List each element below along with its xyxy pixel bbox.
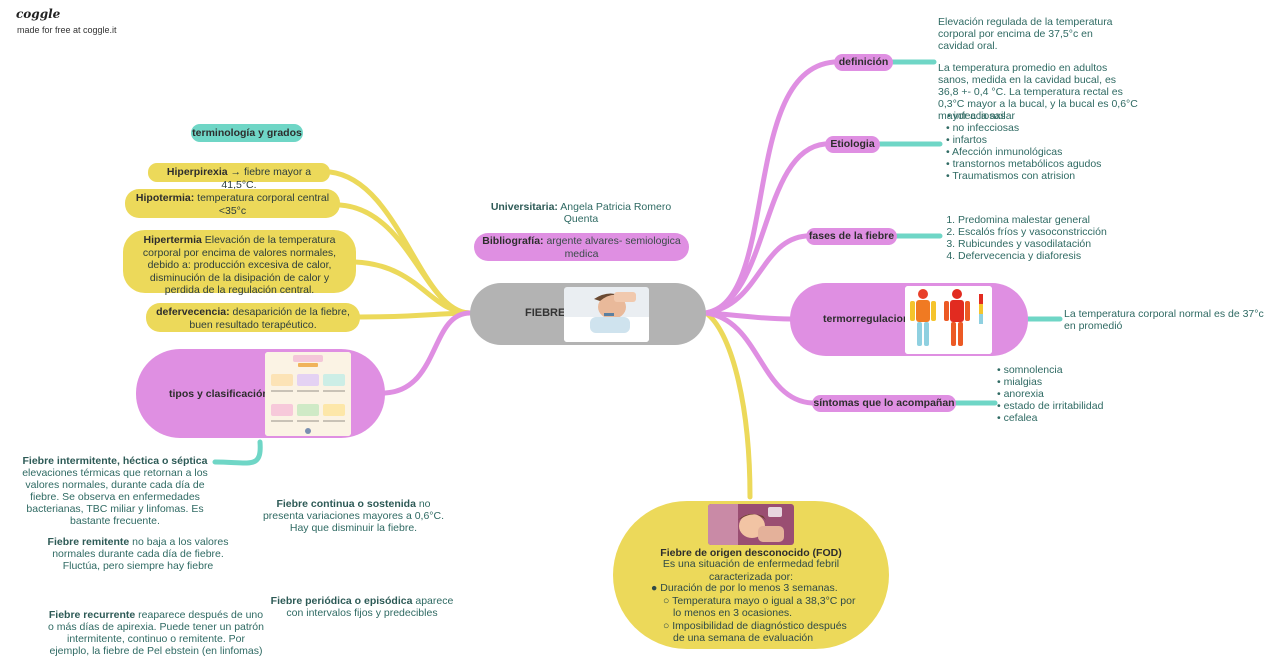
body-heatmap-icon	[905, 286, 992, 354]
terminology-title: terminología y grados	[192, 127, 302, 139]
phases-title: fases de la fiebre	[808, 230, 895, 242]
hyperpyrexia-desc: → fiebre mayor a 41,5°C.	[221, 166, 312, 191]
bibliography-label: Bibliografía:	[482, 235, 544, 247]
fod-details: ● Duración de por lo menos 3 semanas. ○ …	[651, 582, 861, 645]
thermoregulation-text: La temperatura corporal normal es de 37°…	[1064, 308, 1264, 333]
hyperthermia-term: Hipertermia	[143, 234, 202, 246]
list-item: Escalós fríos y vasoconstricción	[958, 226, 1107, 238]
body-temperature-map	[905, 286, 992, 354]
fod-node[interactable]: Fiebre de origen desconocido (FOD) Es un…	[613, 501, 889, 649]
fever-periodic: Fiebre periódica o episódica aparece con…	[270, 595, 454, 620]
fever-remittent: Fiebre remitente no baja a los valores n…	[47, 536, 229, 573]
center-label: FIEBRE	[525, 307, 566, 319]
list-item: cefalea	[997, 412, 1103, 424]
phases-list: Predomina malestar general Escalós fríos…	[938, 214, 1107, 262]
symptoms-list: somnolencia mialgias anorexia estado de …	[997, 364, 1104, 424]
definition-node[interactable]: definición	[834, 54, 893, 71]
list-item: no infecciosas	[946, 122, 1101, 134]
bibliography-node[interactable]: Bibliografía: argente alvares- semiologi…	[474, 233, 689, 261]
hypothermia-desc: temperatura corporal central <35°c	[194, 192, 330, 217]
list-item: anorexia	[997, 388, 1103, 400]
definition-title: definición	[838, 56, 889, 68]
thermoregulation-node[interactable]: termorregulacion	[790, 283, 1028, 356]
fever-photo	[564, 287, 649, 342]
hyperthermia-node[interactable]: Hipertermia Elevación de la temperatura …	[123, 230, 356, 297]
author-label: Universitaria:	[490, 201, 558, 213]
fever-types-infographic	[265, 352, 351, 436]
fever-intermittent: Fiebre intermitente, héctica o séptica e…	[22, 455, 208, 528]
defervescence-term: defervecencia:	[156, 306, 230, 318]
thermoregulation-title: termorregulacion	[823, 313, 910, 325]
list-item: transtornos metabólicos agudos	[946, 158, 1102, 170]
etiology-title: Etiologia	[830, 138, 875, 150]
symptoms-node[interactable]: síntomas que lo acompañan	[812, 395, 956, 412]
coggle-logo[interactable]: coggle	[16, 7, 61, 21]
list-item: Rubicundes y vasodilatación	[958, 238, 1107, 250]
fod-bullet: ● Duración de por lo menos 3 semanas.	[651, 582, 838, 594]
list-item: estado de irritabilidad	[997, 400, 1104, 412]
hyperpyrexia-term: Hiperpirexia	[166, 166, 228, 178]
phases-node[interactable]: fases de la fiebre	[806, 228, 897, 245]
etiology-node[interactable]: Etiologia	[825, 136, 880, 153]
list-item: Afección inmunológicas	[946, 146, 1101, 158]
list-item: Traumatismos con atrision	[946, 170, 1101, 182]
author-name: Angela Patricia Romero Quenta	[560, 201, 672, 226]
center-node[interactable]: FIEBRE	[470, 283, 706, 345]
fod-sub-2: ○ Imposibilidad de diagnóstico después d…	[663, 619, 847, 645]
hyperpyrexia-node[interactable]: Hiperpirexia → fiebre mayor a 41,5°C.	[148, 163, 330, 191]
sick-child-photo	[708, 504, 794, 545]
etiology-list: infecciosas no infecciosas infartos Afec…	[946, 110, 1101, 182]
list-item: mialgias	[997, 376, 1103, 388]
defervescence-node[interactable]: defervecencia: desaparición de la fiebre…	[146, 303, 360, 332]
list-item: Defervecencia y diaforesis	[958, 250, 1107, 262]
fod-title: Fiebre de origen desconocido (FOD)	[660, 547, 842, 559]
definition-text-1: Elevación regulada de la temperatura cor…	[938, 16, 1113, 53]
list-item: Predomina malestar general	[958, 214, 1107, 226]
infographic-icon	[265, 352, 351, 436]
fever-recurrent: Fiebre recurrente reaparece después de u…	[48, 609, 264, 658]
author-credit: Universitaria: Angela Patricia Romero Qu…	[488, 201, 674, 225]
types-node[interactable]: tipos y clasificación	[136, 349, 385, 438]
symptoms-title: síntomas que lo acompañan	[813, 397, 955, 409]
fever-continuous: Fiebre continua o sostenida no presenta …	[262, 498, 445, 535]
defervescence-desc: desaparición de la fiebre, buen resultad…	[189, 306, 350, 331]
list-item: infartos	[946, 134, 1101, 146]
hyperthermia-desc: Elevación de la temperatura corporal por…	[142, 234, 337, 297]
hypothermia-term: Hipotermia:	[135, 192, 195, 204]
bibliography-value: argente alvares- semiologica medica	[546, 235, 681, 260]
types-title: tipos y clasificación	[169, 388, 269, 400]
hypothermia-node[interactable]: Hipotermia: temperatura corporal central…	[125, 189, 340, 218]
sick-person-illustration	[564, 287, 649, 342]
list-item: somnolencia	[997, 364, 1103, 376]
coggle-tagline[interactable]: made for free at coggle.it	[17, 25, 117, 35]
fod-sub-1: ○ Temperatura mayo o igual a 38,3°C por …	[663, 594, 856, 620]
terminology-node[interactable]: terminología y grados	[191, 124, 303, 142]
list-item: infecciosas	[946, 110, 1101, 122]
fod-desc: Es una situación de enfermedad febril ca…	[662, 558, 840, 583]
sick-child-illustration	[708, 504, 794, 545]
